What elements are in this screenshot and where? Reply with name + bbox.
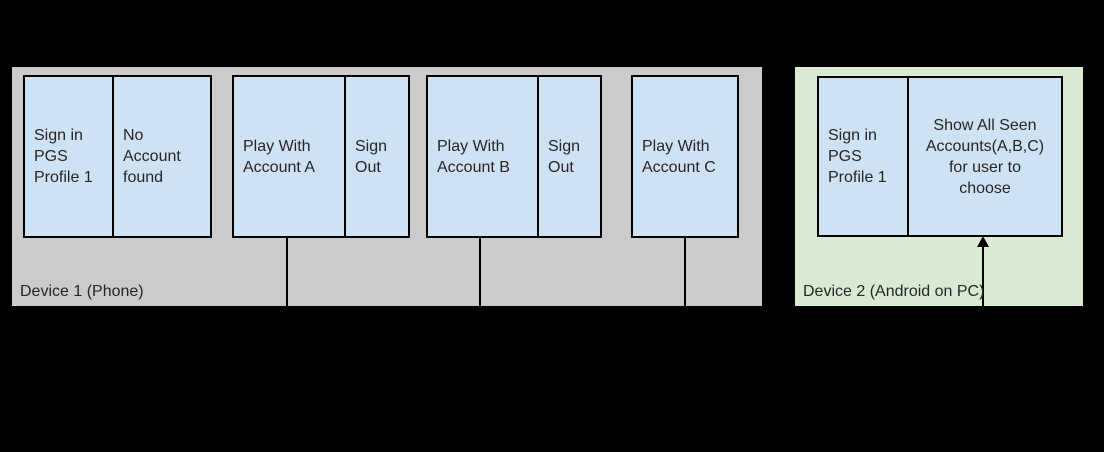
cell-text: Sign Out — [355, 137, 388, 176]
cell-sign-in-pgs-profile-1-pc: Sign in PGS Profile 1 — [819, 78, 907, 235]
cell-text: No Account found — [123, 127, 181, 186]
cell-play-with-account-a: Play With Account A — [234, 77, 344, 236]
device2-container: Sign in PGS Profile 1 Show All Seen Acco… — [795, 67, 1083, 306]
cell-play-with-account-c: Play With Account C — [633, 77, 737, 236]
box-play-account-b: Play With Account B Sign Out — [426, 75, 602, 238]
connector-account-b — [479, 238, 481, 306]
box-play-account-c: Play With Account C — [631, 75, 739, 238]
box-play-account-a: Play With Account A Sign Out — [232, 75, 410, 238]
device2-label: Device 2 (Android on PC) — [803, 283, 985, 300]
arrowhead-up-icon — [977, 236, 989, 247]
box-signin-show-accounts: Sign in PGS Profile 1 Show All Seen Acco… — [817, 76, 1063, 237]
cell-text: Sign in PGS Profile 1 — [34, 127, 93, 186]
connector-account-a — [286, 238, 288, 306]
cell-no-account-found: No Account found — [112, 77, 210, 236]
cell-sign-out-a: Sign Out — [344, 77, 408, 236]
connector-account-c — [684, 238, 686, 306]
cell-text: Sign in PGS Profile 1 — [828, 127, 887, 186]
cell-text: Show All Seen Accounts(A,B,C) for user t… — [925, 116, 1045, 197]
arrow-to-show-accounts — [982, 243, 984, 306]
cell-text: Play With Account B — [437, 137, 510, 176]
box-signin-no-account: Sign in PGS Profile 1 No Account found — [23, 75, 212, 238]
device1-container: Sign in PGS Profile 1 No Account found P… — [12, 67, 762, 306]
cell-sign-out-b: Sign Out — [537, 77, 600, 236]
cell-text: Sign Out — [548, 137, 581, 176]
cell-text: Play With Account A — [243, 137, 316, 176]
cell-show-all-seen-accounts: Show All Seen Accounts(A,B,C) for user t… — [907, 78, 1061, 235]
cell-text: Play With Account C — [642, 137, 716, 176]
cell-sign-in-pgs-profile-1: Sign in PGS Profile 1 — [25, 77, 112, 236]
device1-label: Device 1 (Phone) — [20, 283, 144, 300]
cell-play-with-account-b: Play With Account B — [428, 77, 537, 236]
